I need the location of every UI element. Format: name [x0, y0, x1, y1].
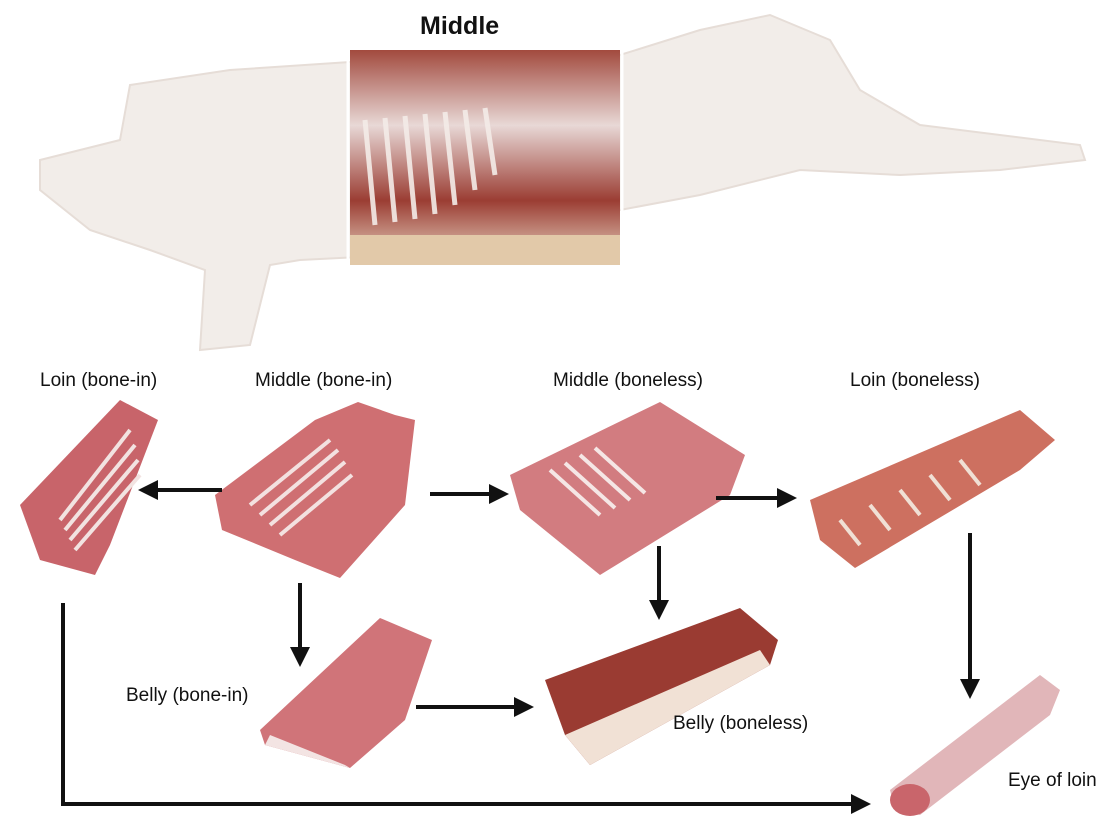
label-belly-bone-in: Belly (bone-in) — [126, 685, 249, 707]
label-loin-bone-in: Loin (bone-in) — [40, 370, 157, 392]
label-belly-boneless: Belly (boneless) — [673, 713, 808, 735]
label-middle-boneless: Middle (boneless) — [553, 370, 703, 392]
label-eye-of-loin: Eye of loin — [1008, 770, 1097, 792]
label-middle-bone-in: Middle (bone-in) — [255, 370, 392, 392]
label-loin-boneless: Loin (boneless) — [850, 370, 980, 392]
